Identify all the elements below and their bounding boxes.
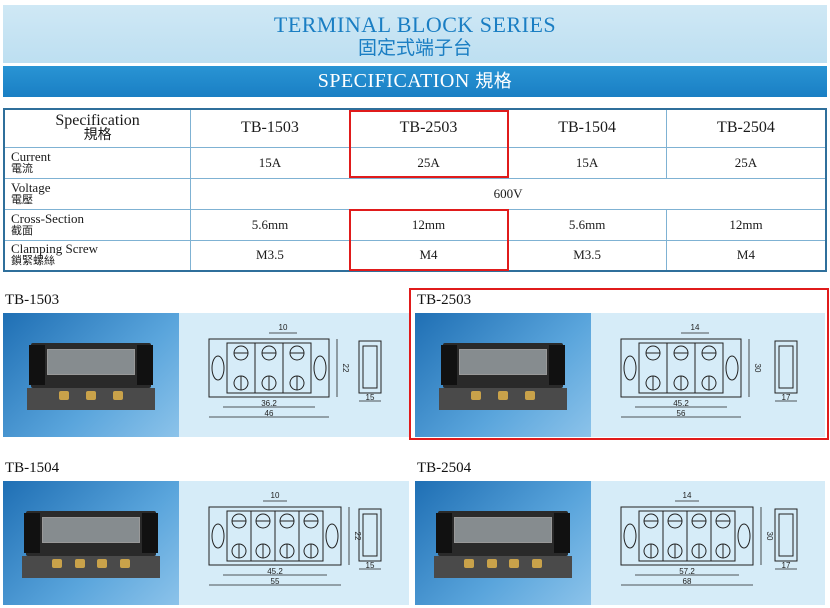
dimension-label: 10 xyxy=(279,323,288,332)
dimension-label: 22 xyxy=(341,364,350,373)
product-name: TB-2503 xyxy=(417,292,472,308)
row-label-zh: 鎖緊螺絲 xyxy=(11,254,55,268)
table-cell: 5.6mm xyxy=(507,208,667,241)
table-row: Voltage 電壓 600V xyxy=(3,177,827,210)
row-label-en: Clamping Screw xyxy=(11,241,99,257)
table-cell: M4 xyxy=(348,239,509,272)
specification-title-chinese: 規格 xyxy=(475,71,513,92)
product-name: TB-1503 xyxy=(5,292,60,308)
table-row: Current 電流 15A 25A 15A 25A xyxy=(3,146,827,179)
table-cell: M3.5 xyxy=(190,239,350,272)
dimension-label: 17 xyxy=(782,561,791,570)
header-label-cell: Specification 規格 xyxy=(3,108,192,148)
highlight-box xyxy=(409,288,829,440)
table-header-row: Specification 規格 TB-1503 TB-2503 TB-1504… xyxy=(3,108,827,148)
dimension-label: 45.2 xyxy=(673,399,689,408)
product-name: TB-1504 xyxy=(5,460,60,476)
dimension-label: 17 xyxy=(782,393,791,402)
product-photo xyxy=(415,313,591,437)
model-header: TB-1504 xyxy=(507,108,667,148)
row-label-en: Cross-Section xyxy=(11,210,84,226)
product-name: TB-2504 xyxy=(417,460,472,476)
table-cell: 12mm xyxy=(348,208,509,241)
product-photo xyxy=(3,313,179,437)
dimension-label: 56 xyxy=(677,409,686,418)
dimension-label: 14 xyxy=(683,491,692,500)
specification-title: SPECIFICATION xyxy=(317,70,470,92)
title-banner: TERMINAL BLOCK SERIES 固定式端子台 xyxy=(3,5,827,63)
table-cell: M3.5 xyxy=(507,239,667,272)
dimension-label: 30 xyxy=(765,532,774,541)
row-label-zh: 電壓 xyxy=(11,192,33,206)
table-row: Cross-Section 截面 5.6mm 12mm 5.6mm 12mm xyxy=(3,208,827,241)
row-label-zh: 截面 xyxy=(11,223,33,237)
series-title-chinese: 固定式端子台 xyxy=(357,37,472,59)
table-cell: 12mm xyxy=(665,208,827,241)
row-label-en: Current xyxy=(11,148,51,164)
row-label: Voltage 電壓 xyxy=(3,177,192,210)
header-label-chinese: 規格 xyxy=(83,127,112,144)
table-cell: 5.6mm xyxy=(190,208,350,241)
table-cell: 25A xyxy=(665,146,827,179)
dimension-label: 57.2 xyxy=(679,567,695,576)
row-label-en: Voltage xyxy=(11,179,51,195)
dimension-label: 46 xyxy=(265,409,274,418)
model-header: TB-2503 xyxy=(348,108,509,148)
product-photo xyxy=(415,481,591,605)
table-cell: 600V xyxy=(190,177,827,210)
row-label: Cross-Section 截面 xyxy=(3,208,192,241)
dimension-label: 36.2 xyxy=(261,399,277,408)
product-photo xyxy=(3,481,179,605)
table-cell: 15A xyxy=(190,146,350,179)
series-title: TERMINAL BLOCK SERIES xyxy=(273,12,557,37)
dimension-label: 68 xyxy=(683,577,692,586)
row-label-zh: 電流 xyxy=(11,161,33,175)
dimension-label: 30 xyxy=(753,364,762,373)
dimension-label: 45.2 xyxy=(267,567,283,576)
dimension-label: 15 xyxy=(366,561,375,570)
dimension-label: 15 xyxy=(366,393,375,402)
dimension-label: 14 xyxy=(691,323,700,332)
specification-bar: SPECIFICATION 規格 xyxy=(3,66,827,97)
model-header: TB-1503 xyxy=(190,108,350,148)
header-label: Specification xyxy=(55,112,140,130)
row-label: Current 電流 xyxy=(3,146,192,179)
row-label: Clamping Screw 鎖緊螺絲 xyxy=(3,239,192,272)
dimension-label: 22 xyxy=(353,532,362,541)
dimension-label: 10 xyxy=(271,491,280,500)
model-header: TB-2504 xyxy=(665,108,827,148)
table-cell: 25A xyxy=(348,146,509,179)
table-cell: M4 xyxy=(665,239,827,272)
specification-table: Specification 規格 TB-1503 TB-2503 TB-1504… xyxy=(3,108,827,272)
dimension-label: 55 xyxy=(271,577,280,586)
table-cell: 15A xyxy=(507,146,667,179)
table-row: Clamping Screw 鎖緊螺絲 M3.5 M4 M3.5 M4 xyxy=(3,239,827,272)
